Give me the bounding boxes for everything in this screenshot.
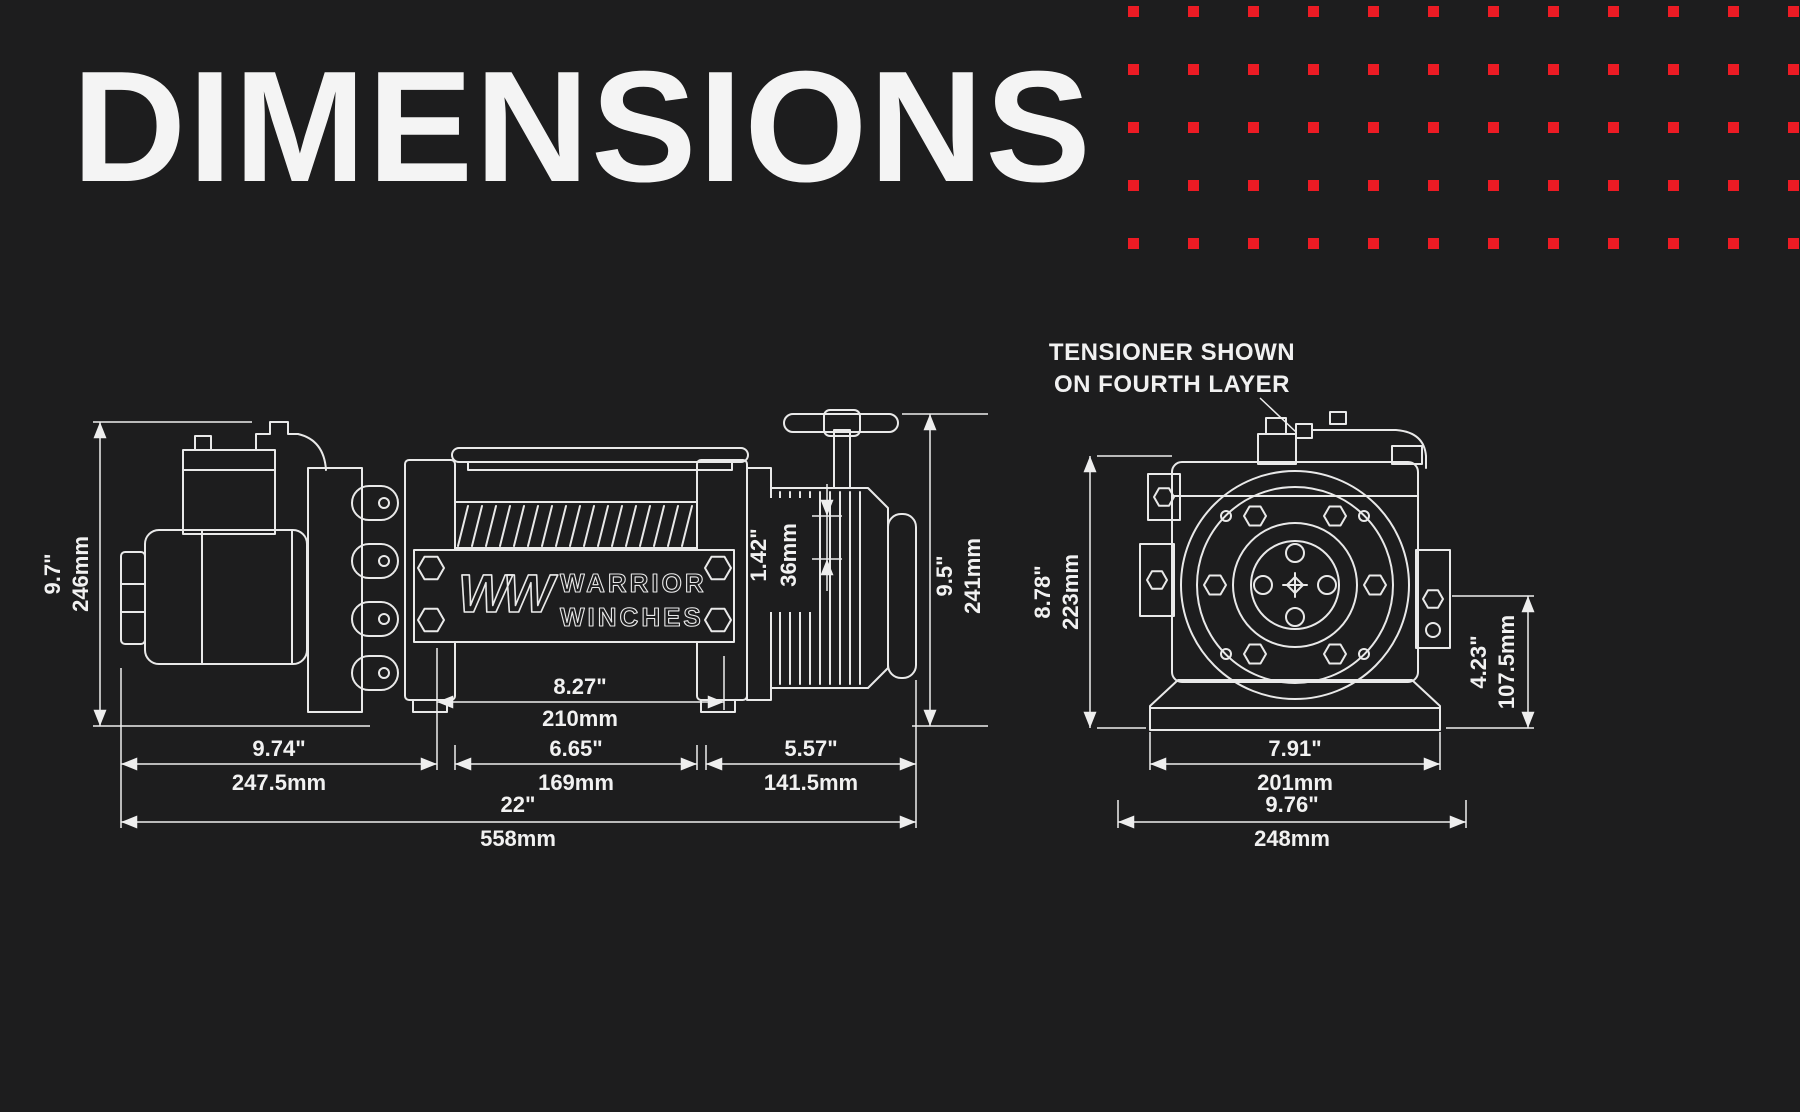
bolt-hex-icon — [417, 607, 445, 633]
page-title: DIMENSIONS — [72, 39, 1093, 215]
dim-end-center-height-mm: 107.5mm — [1494, 615, 1519, 709]
dim-end-bolt-width-mm: 201mm — [1257, 770, 1333, 795]
dim-side-height-right-in: 9.5" — [932, 555, 957, 596]
clutch-handle — [783, 409, 899, 489]
dim-end-overall-width-in: 9.76" — [1265, 792, 1318, 817]
tensioner-note: TENSIONER SHOWN ON FOURTH LAYER — [1049, 339, 1295, 398]
bolt-hex-icon — [1146, 570, 1168, 590]
dim-side-overall-length-mm: 558mm — [480, 826, 556, 851]
dim-side-height-right-mm: 241mm — [960, 538, 985, 614]
dim-end-height-mm: 223mm — [1058, 554, 1083, 630]
bolt-hex-icon — [1363, 574, 1387, 596]
dim-side-overall-length-in: 22" — [501, 792, 536, 817]
hose — [297, 433, 327, 471]
tensioner-leader-line — [1259, 397, 1297, 433]
tensioner-note-line2: ON FOURTH LAYER — [1054, 371, 1290, 398]
dim-side-flange-in: 1.42" — [746, 528, 771, 581]
brand-word-warrior: WARRIOR — [560, 568, 707, 598]
dim-side-bolt-pattern-mm: 169mm — [538, 770, 614, 795]
red-dot-grid — [1128, 6, 1799, 252]
brand-plate: WW WARRIOR WINCHES — [413, 549, 735, 643]
tensioner-note-line1: TENSIONER SHOWN — [1049, 339, 1295, 366]
tensioner-assembly — [1257, 411, 1427, 469]
label-knockout — [750, 498, 814, 612]
hose-fitting — [255, 421, 299, 451]
dim-side-flange-mm: 36mm — [776, 523, 801, 587]
bolt-hex-icon — [1323, 643, 1347, 665]
brand-word-winches: WINCHES — [560, 602, 704, 632]
tensioner-hose — [1311, 429, 1427, 469]
rope-coil — [454, 501, 698, 549]
dim-side-height-left-mm: 246mm — [68, 536, 93, 612]
tie-bars — [451, 447, 749, 471]
brand-logo: WW — [458, 564, 558, 624]
dimension-lines — [93, 397, 1535, 829]
drum-face — [1180, 470, 1410, 700]
dim-side-drum-length-in: 8.27" — [553, 674, 606, 699]
bolt-hex-icon — [1243, 643, 1267, 665]
bolt-hex-icon — [1243, 505, 1267, 527]
dim-side-clutch-section-mm: 141.5mm — [764, 770, 858, 795]
bolt-hex-icon — [704, 607, 732, 633]
dim-end-center-height-in: 4.23" — [1466, 635, 1491, 688]
bolt-hex-icon — [1153, 487, 1175, 507]
dim-end-height-in: 8.78" — [1030, 565, 1055, 618]
dimension-labels: 9.7" 246mm 1.42" 36mm 9.5" 241mm 8.27" 2… — [40, 523, 1519, 851]
dim-side-motor-section-mm: 247.5mm — [232, 770, 326, 795]
winch-side-view: WW WARRIOR WINCHES — [120, 409, 917, 713]
dim-end-overall-width-mm: 248mm — [1254, 826, 1330, 851]
bolt-hex-icon — [1323, 505, 1347, 527]
dim-side-bolt-pattern-in: 6.65" — [549, 736, 602, 761]
dim-side-height-left-in: 9.7" — [40, 553, 65, 594]
dim-end-bolt-width-in: 7.91" — [1268, 736, 1321, 761]
winch-end-view — [1139, 411, 1451, 731]
motor-body — [144, 529, 308, 665]
bolt-hex-icon — [1203, 574, 1227, 596]
mount-base — [1149, 679, 1441, 731]
dim-side-drum-length-mm: 210mm — [542, 706, 618, 731]
dim-side-clutch-section-in: 5.57" — [784, 736, 837, 761]
gear-bracket — [307, 467, 399, 713]
motor-end-cap — [120, 551, 146, 645]
bolt-hex-icon — [1422, 589, 1444, 609]
solenoid-box — [182, 421, 327, 535]
bolt-hex-icon — [417, 555, 445, 581]
bolt-hex-icon — [704, 555, 732, 581]
dim-side-motor-section-in: 9.74" — [252, 736, 305, 761]
